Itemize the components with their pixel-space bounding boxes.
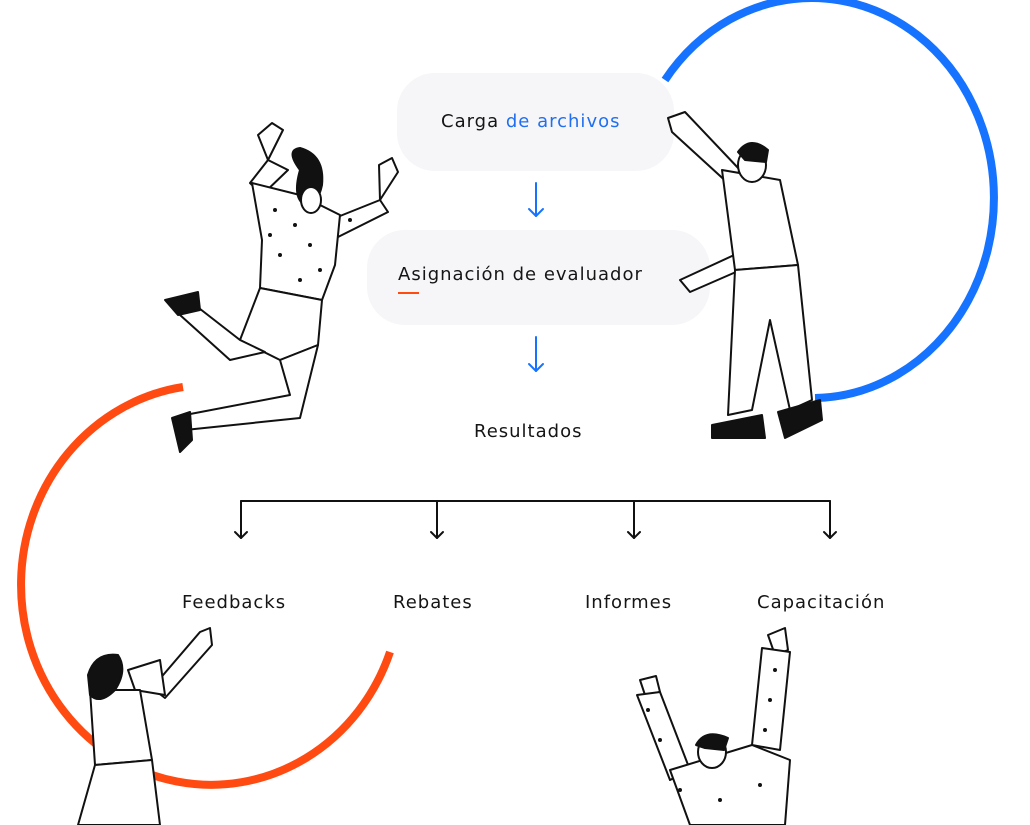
step-carga-highlight: de archivos [505,111,621,132]
step-resultados-label: Resultados [474,421,583,442]
branch-capacitacion: Capacitación [757,592,886,613]
step-carga-prefix: Carga [441,111,506,132]
step-carga-label: Carga de archivos [441,111,620,132]
arrow-down-icon [528,182,544,217]
step-carga-pill [397,73,674,171]
orange-arc [17,383,394,789]
jumping-woman-illustration [164,122,399,453]
standing-man-illustration [667,111,823,439]
megaphone-woman-illustration [77,627,213,825]
blue-arc [661,0,998,402]
branch-feedbacks: Feedbacks [182,592,287,613]
arrow-down-icon [528,336,544,372]
branch-tree [234,500,837,539]
orange-underline-mark [398,292,419,294]
branch-informes: Informes [585,592,673,613]
step-asignacion-pill [367,230,710,325]
arms-up-man-illustration [636,627,791,825]
branch-rebates: Rebates [393,592,473,613]
step-asignacion-label: Asignación de evaluador [398,264,643,285]
